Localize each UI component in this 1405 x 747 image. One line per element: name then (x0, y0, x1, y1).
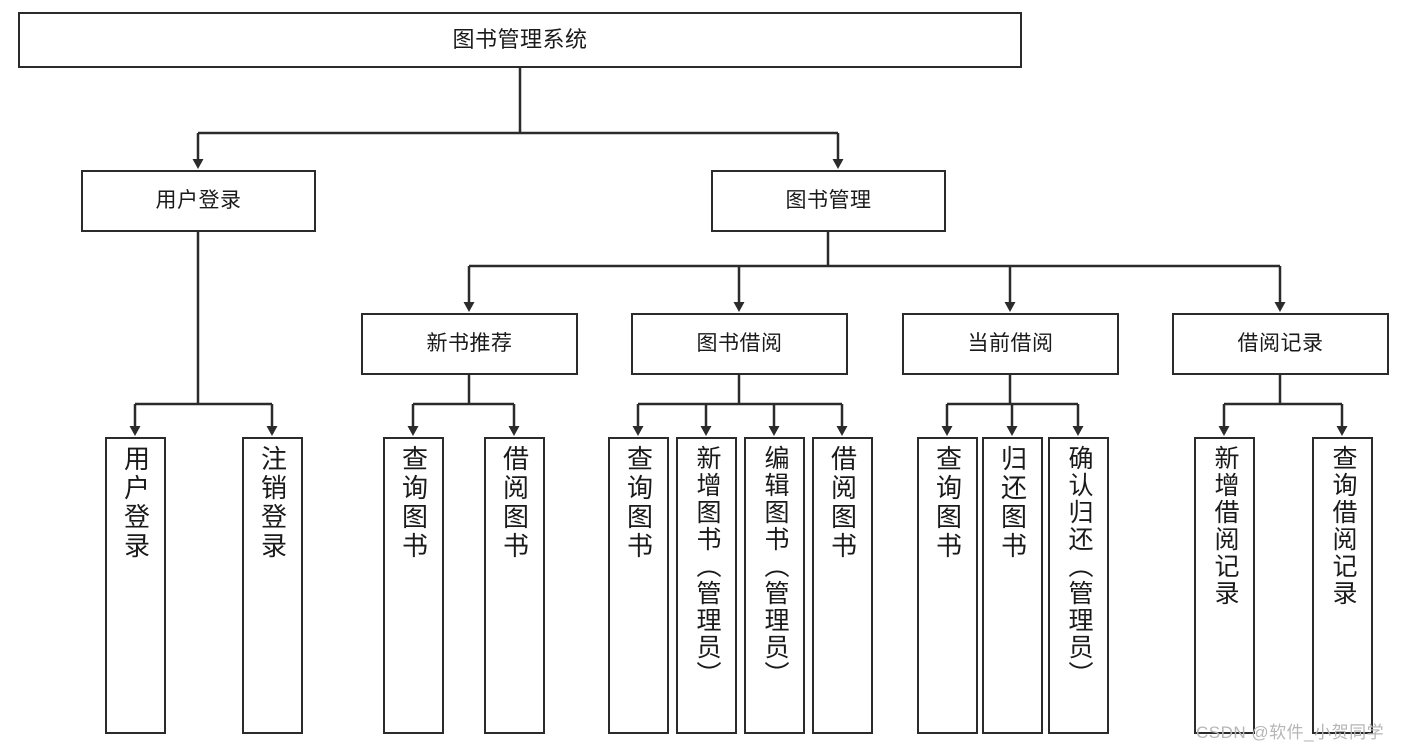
node-leaf-query-book-recommend[interactable]: 查询图书 (383, 437, 444, 734)
node-leaf-add-book[interactable]: 新增图书（管理员） (676, 437, 737, 734)
node-user-login[interactable]: 用户登录 (81, 170, 316, 232)
node-book-management[interactable]: 图书管理 (711, 170, 946, 232)
node-label: 图书借阅 (696, 331, 783, 355)
node-leaf-query-book-current[interactable]: 查询图书 (917, 437, 978, 734)
node-new-book-recommend[interactable]: 新书推荐 (361, 313, 578, 375)
node-leaf-return-book[interactable]: 归还图书 (982, 437, 1043, 734)
node-label: 新增借阅记录 (1211, 445, 1239, 607)
node-leaf-add-borrow-record[interactable]: 新增借阅记录 (1194, 437, 1255, 734)
node-label: 查询图书 (932, 445, 963, 561)
node-label: 借阅图书 (827, 445, 858, 561)
node-label: 用户登录 (120, 445, 151, 561)
node-label: 编辑图书（管理员） (761, 445, 789, 688)
node-label: 借阅图书 (499, 445, 530, 561)
node-label: 图书管理系统 (452, 27, 588, 53)
node-leaf-confirm-return[interactable]: 确认归还（管理员） (1048, 437, 1109, 734)
node-current-borrow[interactable]: 当前借阅 (902, 313, 1119, 375)
node-label: 图书管理 (785, 188, 872, 212)
node-book-borrow[interactable]: 图书借阅 (631, 313, 848, 375)
node-leaf-borrow-book-recommend[interactable]: 借阅图书 (484, 437, 545, 734)
csdn-watermark: CSDN @软件_小贺同学 (1196, 723, 1385, 742)
node-label: 借阅记录 (1237, 331, 1324, 355)
node-leaf-query-book-borrow[interactable]: 查询图书 (608, 437, 669, 734)
node-leaf-query-borrow-record[interactable]: 查询借阅记录 (1312, 437, 1373, 734)
node-leaf-borrow-book[interactable]: 借阅图书 (812, 437, 873, 734)
node-label: 注销登录 (257, 445, 288, 561)
node-root-book-management-system[interactable]: 图书管理系统 (18, 12, 1022, 68)
node-label: 查询借阅记录 (1329, 445, 1357, 607)
node-leaf-edit-book[interactable]: 编辑图书（管理员） (744, 437, 805, 734)
node-leaf-logout-login[interactable]: 注销登录 (242, 437, 303, 734)
node-label: 查询图书 (398, 445, 429, 561)
node-label: 归还图书 (997, 445, 1028, 561)
node-label: 用户登录 (155, 188, 242, 212)
node-borrow-record[interactable]: 借阅记录 (1172, 313, 1389, 375)
node-leaf-user-login[interactable]: 用户登录 (105, 437, 166, 734)
node-label: 新增图书（管理员） (693, 445, 721, 688)
node-label: 当前借阅 (967, 331, 1054, 355)
node-label: 查询图书 (623, 445, 654, 561)
node-label: 新书推荐 (426, 331, 513, 355)
node-label: 确认归还（管理员） (1065, 445, 1093, 688)
